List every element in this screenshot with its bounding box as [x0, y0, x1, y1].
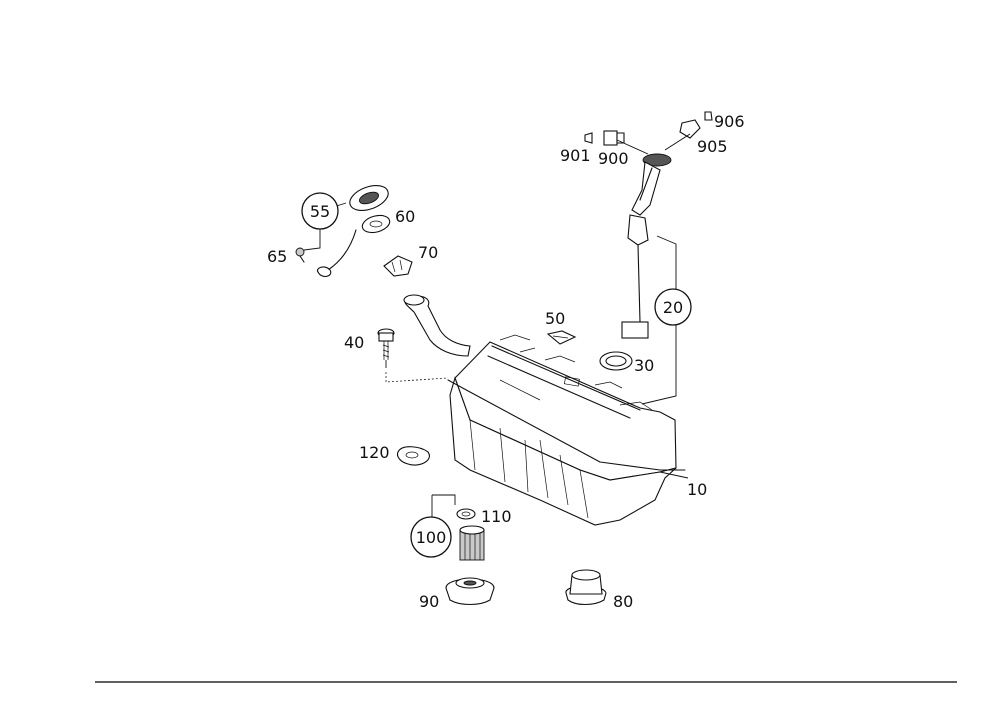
clip-part — [383, 255, 413, 277]
callout-40: 40 — [344, 333, 364, 352]
bracket-part-50 — [546, 330, 577, 345]
callout-70: 70 — [418, 243, 438, 262]
callout-110: 110 — [481, 507, 512, 526]
callout-50: 50 — [545, 309, 565, 328]
sender-part-80 — [565, 569, 607, 606]
callout-90: 90 — [419, 592, 439, 611]
gasket-part — [396, 446, 430, 466]
callout-100: 100 — [416, 528, 447, 547]
callout-55: 55 — [310, 202, 330, 221]
pump-mount-90 — [445, 577, 495, 606]
callout-906: 906 — [714, 112, 745, 131]
fuel-level-sender — [621, 153, 677, 405]
seal-ring — [599, 351, 633, 371]
bolt-part — [377, 328, 449, 383]
callout-900: 900 — [598, 149, 629, 168]
callout-120: 120 — [359, 443, 390, 462]
callout-60: 60 — [395, 207, 415, 226]
filter-assembly — [431, 494, 485, 561]
callout-65: 65 — [267, 247, 287, 266]
callout-901: 901 — [560, 146, 591, 165]
callout-30: 30 — [634, 356, 654, 375]
callout-905: 905 — [697, 137, 728, 156]
connector-parts — [584, 111, 713, 155]
filler-cap-assembly — [295, 185, 391, 278]
fuel-tank — [403, 294, 689, 526]
callout-20: 20 — [663, 298, 683, 317]
callout-circle-100 — [410, 516, 452, 558]
callout-circle-55 — [301, 192, 339, 230]
callout-80: 80 — [613, 592, 633, 611]
callout-circle-20 — [654, 288, 692, 326]
callout-10: 10 — [687, 480, 707, 499]
